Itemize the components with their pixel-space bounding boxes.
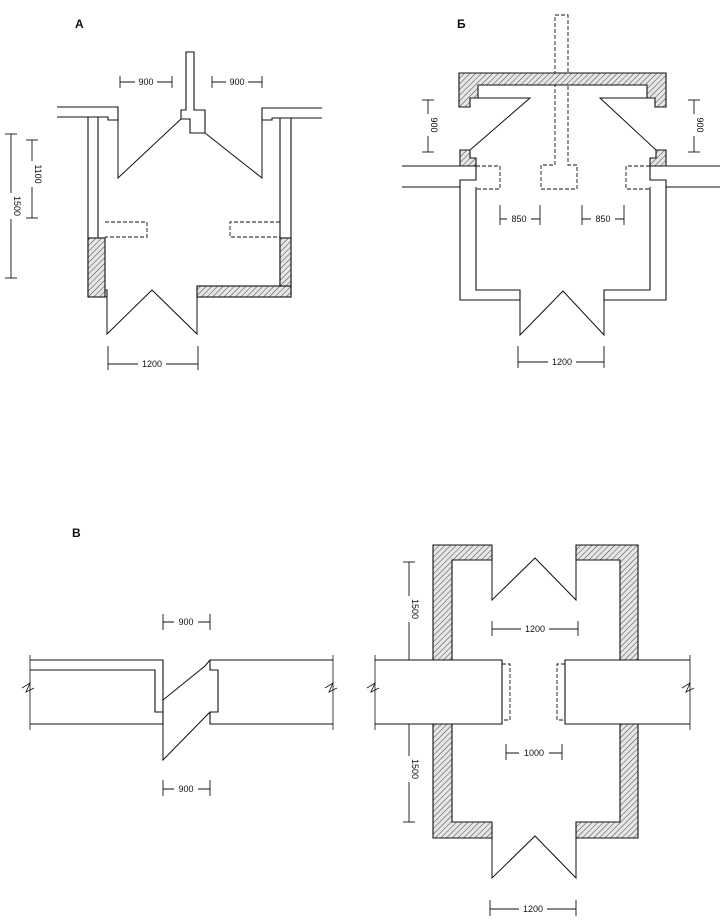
v-wall-left-bottom xyxy=(30,712,164,725)
panel-b: Б 900 xyxy=(402,14,720,368)
v2-break-left xyxy=(366,655,380,730)
b-hatch-left-jamb xyxy=(459,149,477,167)
v2-dim-1500-bottom: 1500 xyxy=(403,723,420,823)
dim-label: 1000 xyxy=(524,748,544,758)
dim-label: 900 xyxy=(178,784,193,794)
a-top-wall-left xyxy=(57,106,119,121)
b-wall-right xyxy=(649,165,720,188)
a-partition-wall xyxy=(180,51,206,134)
v2-top-hatch-left xyxy=(432,544,493,661)
v2-dim-1000: 1000 xyxy=(505,744,563,760)
a-dashed-door-left xyxy=(105,221,148,238)
v2-dim-1200-bottom: 1200 xyxy=(489,900,577,916)
a-dim-1200: 1200 xyxy=(107,346,199,370)
a-hatch-left xyxy=(87,237,106,298)
v2-dashed-jamb-left xyxy=(502,663,511,721)
v2-wall-right xyxy=(564,659,690,725)
dim-label: 1200 xyxy=(142,359,162,369)
dim-label: 900 xyxy=(695,117,705,132)
panel-a: А 900 xyxy=(5,17,322,370)
v2-bottom-hatch-left xyxy=(432,723,493,839)
dim-label: 850 xyxy=(511,214,526,224)
v-wall-right xyxy=(209,659,333,725)
panel-v-left: В 900 900 xyxy=(21,526,338,796)
dim-label: 1500 xyxy=(12,196,22,216)
v-dim-900-top: 900 xyxy=(162,614,211,630)
b-dashed-partition xyxy=(540,14,578,190)
a-outer-door xyxy=(106,289,198,336)
b-dashed-door-right xyxy=(625,165,650,190)
b-vestibule-right xyxy=(603,187,667,301)
dim-label: 1500 xyxy=(410,599,420,619)
a-dashed-door-right xyxy=(229,221,280,238)
a-hatch-right-side xyxy=(279,237,292,287)
v2-wall-left xyxy=(375,659,503,725)
b-outer-door xyxy=(519,290,605,337)
a-hatch-right xyxy=(196,285,292,298)
v2-dim-1200-top: 1200 xyxy=(491,621,579,636)
a-dim-900-left: 900 xyxy=(119,76,173,88)
panel-v-right: 1500 1500 1200 1000 1200 xyxy=(366,544,695,916)
v-dim-900-bottom: 900 xyxy=(162,780,211,796)
dim-label: 1200 xyxy=(525,624,545,634)
b-inner-door-left xyxy=(469,97,532,151)
v-door-lower xyxy=(162,711,211,762)
dim-label: 1200 xyxy=(552,357,572,367)
b-dim-900-right: 900 xyxy=(688,99,705,153)
a-right-wall xyxy=(196,118,292,298)
a-dim-1100: 1100 xyxy=(26,139,43,219)
a-inner-door-left xyxy=(117,118,182,180)
v2-top-hatch-right xyxy=(575,544,639,661)
b-dashed-door-left xyxy=(476,165,501,190)
dim-label: 1200 xyxy=(523,904,543,914)
b-dim-850-right: 850 xyxy=(581,205,625,225)
b-dim-900-left: 900 xyxy=(421,99,439,153)
a-dim-1500: 1500 xyxy=(5,133,22,279)
dim-label: 1100 xyxy=(33,164,43,183)
dim-label: 900 xyxy=(138,77,153,87)
v2-break-right xyxy=(681,655,695,730)
b-top-beam xyxy=(458,72,667,108)
b-wall-left xyxy=(402,165,477,188)
v2-dim-1500-top: 1500 xyxy=(403,561,420,661)
v2-dashed-jamb-right xyxy=(556,663,565,721)
v2-top-door xyxy=(491,557,577,602)
v-wall-left xyxy=(30,659,164,713)
b-vestibule-left xyxy=(459,187,521,301)
v-break-left xyxy=(21,655,35,730)
b-inner-door-right xyxy=(598,97,657,151)
v-break-right xyxy=(324,655,338,730)
dim-label: 900 xyxy=(429,117,439,132)
b-hatch-right-jamb xyxy=(649,149,667,167)
a-inner-door-right xyxy=(204,120,263,180)
b-dim-850-left: 850 xyxy=(499,205,541,225)
dim-label: 900 xyxy=(178,617,193,627)
dim-label: 1500 xyxy=(410,759,420,779)
a-dim-900-right: 900 xyxy=(211,76,263,88)
panel-label-b: Б xyxy=(457,17,466,31)
dim-label: 900 xyxy=(229,77,244,87)
v-door-upper xyxy=(162,659,211,702)
v2-bottom-hatch-right xyxy=(575,723,639,839)
v2-bottom-door xyxy=(491,835,577,880)
b-dim-1200: 1200 xyxy=(517,346,605,368)
panel-label-v: В xyxy=(72,526,81,540)
dim-label: 850 xyxy=(595,214,610,224)
a-top-wall-right xyxy=(261,107,322,121)
panel-label-a: А xyxy=(75,17,84,31)
